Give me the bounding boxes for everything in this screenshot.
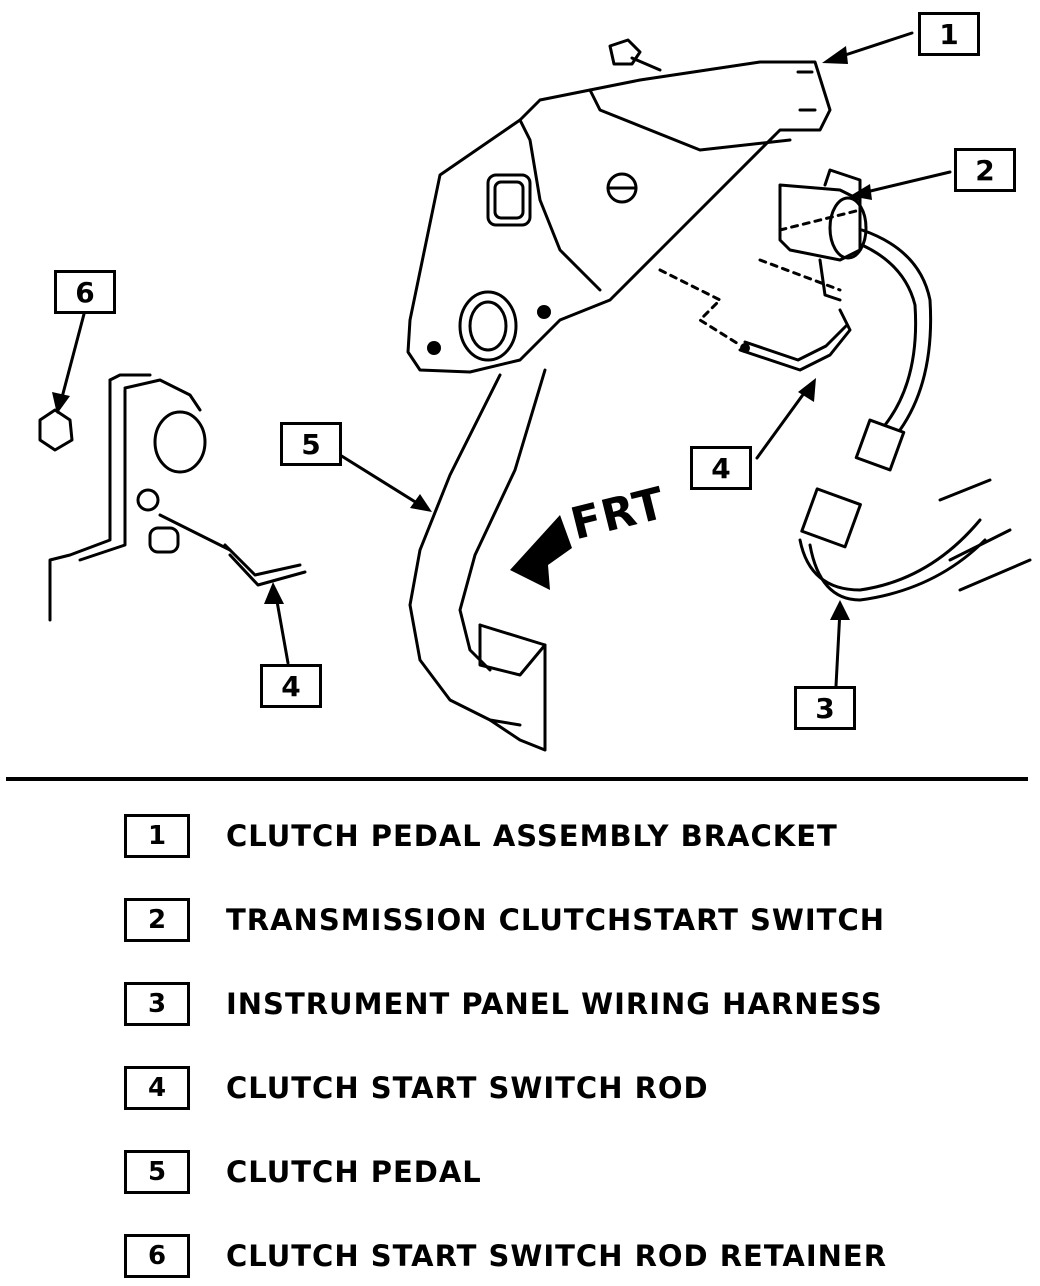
switch-rod-right [738, 308, 852, 372]
legend-label: TRANSMISSION CLUTCHSTART SWITCH [226, 903, 886, 937]
mounting-stud [608, 38, 662, 72]
legend-label: CLUTCH START SWITCH ROD RETAINER [226, 1239, 888, 1273]
clutch-pedal-arm [408, 368, 547, 752]
legend-number: 6 [124, 1234, 190, 1278]
front-arrow [510, 515, 572, 590]
legend-number: 4 [124, 1066, 190, 1110]
legend-label: CLUTCH PEDAL [226, 1155, 482, 1189]
legend-label: CLUTCH PEDAL ASSEMBLY BRACKET [226, 819, 838, 853]
legend-number: 3 [124, 982, 190, 1026]
wiring-harness [798, 228, 1032, 602]
callout-3: 3 [794, 686, 856, 730]
legend-number: 1 [124, 814, 190, 858]
clutch-start-switch [778, 168, 868, 302]
legend-item: 4 CLUTCH START SWITCH ROD [124, 1066, 709, 1110]
callout-2: 2 [954, 148, 1016, 192]
legend-item: 3 INSTRUMENT PANEL WIRING HARNESS [124, 982, 883, 1026]
legend-number: 2 [124, 898, 190, 942]
legend-item: 6 CLUTCH START SWITCH ROD RETAINER [124, 1234, 887, 1278]
legend-divider [6, 777, 1028, 781]
legend-label: CLUTCH START SWITCH ROD [226, 1071, 709, 1105]
callout-4-left: 4 [260, 664, 322, 708]
legend-item: 5 CLUTCH PEDAL [124, 1150, 482, 1194]
legend-item: 1 CLUTCH PEDAL ASSEMBLY BRACKET [124, 814, 838, 858]
diagram-drawing [38, 31, 1032, 752]
pedal-bracket [406, 60, 832, 374]
callout-4-right: 4 [690, 446, 752, 490]
legend-label: INSTRUMENT PANEL WIRING HARNESS [226, 987, 883, 1021]
callout-6: 6 [54, 270, 116, 314]
arrow-heads [52, 46, 872, 620]
legend-number: 5 [124, 1150, 190, 1194]
fastener-dots [427, 305, 750, 355]
clutch-pedal-diagram: FRT 1 2 3 4 4 5 6 [38, 12, 1032, 752]
callout-1: 1 [918, 12, 980, 56]
detail-view-left [38, 373, 307, 622]
legend-item: 2 TRANSMISSION CLUTCHSTART SWITCH [124, 898, 885, 942]
callout-5: 5 [280, 422, 342, 466]
alignment-lines [658, 208, 862, 347]
